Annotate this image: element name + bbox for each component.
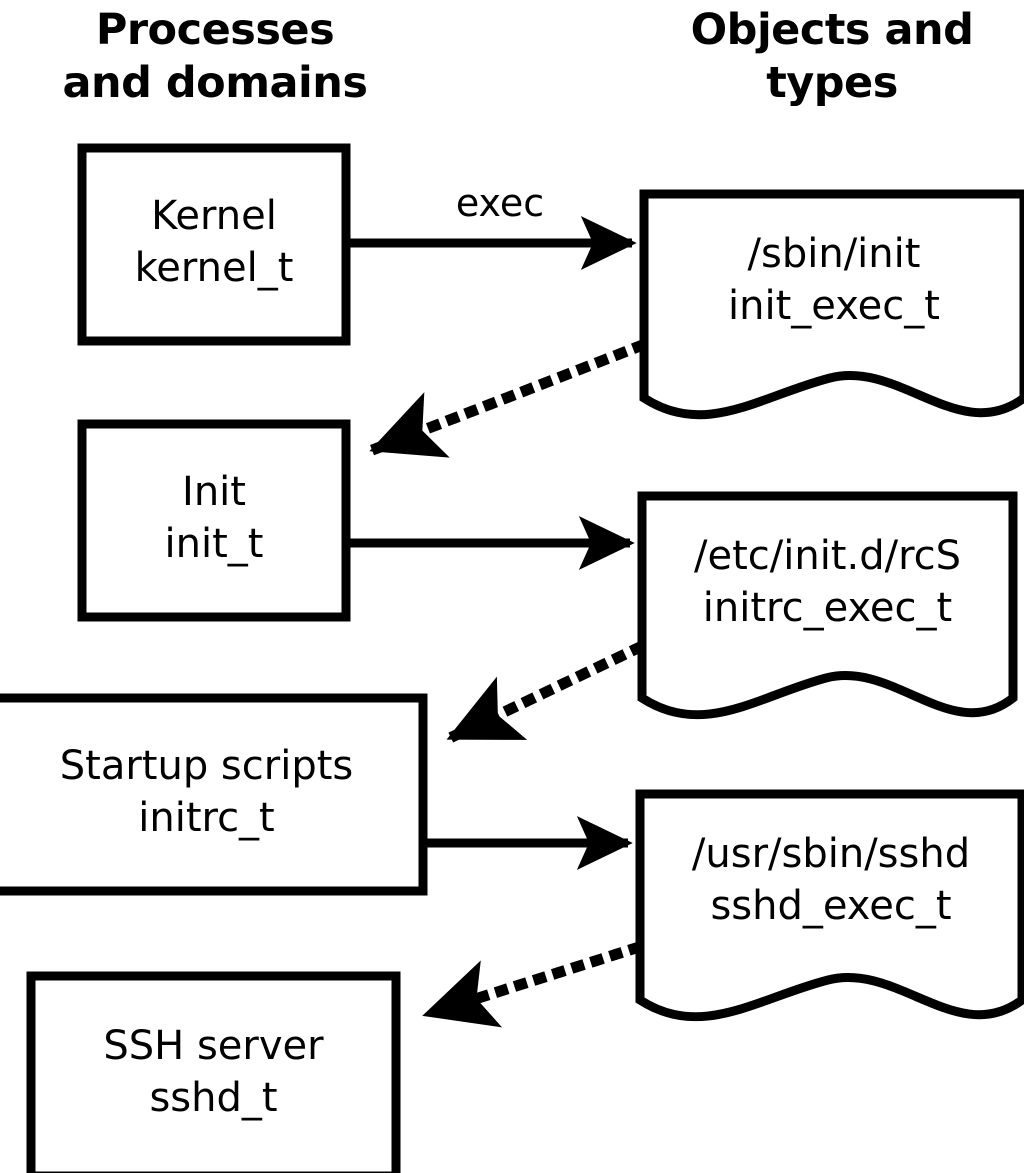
column-header-objects: Objects and types [690, 5, 974, 108]
process-node-sshd[interactable] [26, 971, 401, 1173]
edge-init-exec-to-init [367, 338, 648, 458]
process-node-initrc[interactable] [0, 693, 428, 896]
edge-initrc-exec-to-initrc [444, 640, 646, 745]
object-node-sshd-exec[interactable] [635, 789, 1024, 1022]
process-node-init[interactable] [77, 419, 351, 622]
object-node-init-exec[interactable] [639, 189, 1024, 420]
edge-sshd-exec-to-sshd [421, 941, 643, 1028]
column-header-processes: Processes and domains [62, 5, 368, 108]
object-node-initrc-exec[interactable] [637, 491, 1018, 720]
edge-label-exec: exec [455, 181, 545, 225]
process-node-kernel[interactable] [77, 143, 351, 346]
